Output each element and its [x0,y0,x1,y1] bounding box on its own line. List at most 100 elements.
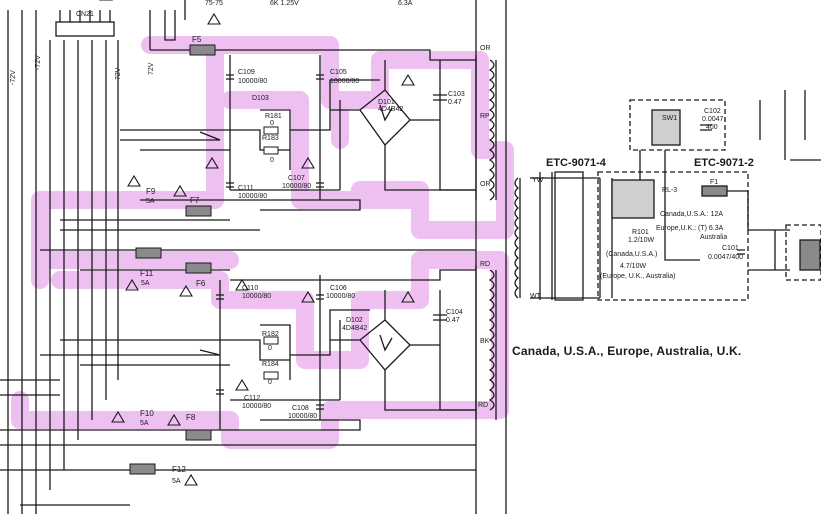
fuse-f5 [189,44,216,56]
label-c109: C109 [238,69,255,76]
warning-icon [111,410,125,423]
label-r182v: 0 [268,345,272,352]
warning-icons [99,0,415,486]
warning-icon [235,378,249,391]
label-r181v: 0 [270,120,274,127]
wiring [0,0,507,514]
label-d102v: 4D4B42 [342,325,367,332]
warning-icon [301,156,315,169]
label-fuse1: Canada,U.S.A.: 12A [660,211,723,218]
label-f10v: 5A [140,420,149,427]
label-f1: F1 [710,179,718,186]
label-c102v1: 0.0047 [702,116,724,123]
fuses [129,44,216,475]
label-top1: 75-75 [205,0,223,7]
label-c111v: 10000/80 [238,193,267,200]
label-etc2: ETC-9071-2 [694,157,754,169]
label-c104: C104 [446,309,463,316]
resistors [263,126,279,380]
label-r101: R101 [632,229,649,236]
label-f9v: 5A [146,198,155,205]
warning-icon [401,73,415,86]
label-wt: WT [530,293,542,300]
label-cn21: CN21 [76,11,94,18]
warning-icon [173,184,187,197]
label-d101: D101 [378,99,395,106]
label-c109v: 10000/80 [238,78,267,85]
label-top2: 6K 1.25V [270,0,299,7]
label-etc4: ETC-9071-4 [546,157,607,169]
label-c101v: 0.0047/400 [708,254,743,261]
label-r101b: (Canada,U.S.A.) [606,251,657,258]
label-d102: D102 [346,317,363,324]
warning-icon [205,156,219,169]
warning-icon [167,413,181,426]
region-footnote: Canada, U.S.A., Europe, Australia, U.K. [512,344,742,358]
label-c112v: 10000/80 [242,403,271,410]
label-c111: C111 [238,185,254,192]
highlight-traces [11,36,514,449]
label-f12: F12 [172,465,186,474]
label-c112: C112 [244,395,260,402]
label-yw: YW [532,177,544,184]
fuse-f6 [185,262,212,274]
label-r183: R183 [262,135,279,142]
label-v3: 72V [115,67,122,80]
label-c104v: 0.47 [446,317,460,324]
label-or1: OR [480,45,491,52]
label-top3: 6.3A [398,0,413,7]
label-f8: F8 [186,413,196,422]
label-f7: F7 [190,196,200,205]
label-f6: F6 [196,279,206,288]
label-f10: F10 [140,409,154,418]
warning-icon [401,290,415,303]
label-d101v: 4D4B42 [378,106,403,113]
capacitors [216,74,324,410]
label-f11: F11 [140,269,154,278]
right-circuit [514,90,821,301]
labels: CN21 -72V -72V 72V 72V 75-75 6K 1.25V 6.… [10,0,754,485]
warning-icon [184,473,198,486]
fuse-f7 [185,205,212,217]
label-c106: C106 [330,285,347,292]
label-c107: C107 [288,175,305,182]
label-r101d: (Europe, U.K., Australia) [600,273,675,280]
label-or2: OR [480,181,491,188]
label-c102v2: 400 [706,124,718,131]
label-f12v: 5A [172,478,181,485]
label-c108v: 10000/80 [288,413,317,420]
label-d103: D103 [252,95,269,102]
label-f9: F9 [146,187,156,196]
label-r184: R184 [262,361,279,368]
warning-icon [207,12,221,25]
label-v1: -72V [10,70,17,85]
label-c102: C102 [704,108,721,115]
warning-icon [127,174,141,187]
label-c107v: 10000/80 [282,183,311,190]
label-rl3: RL-3 [662,187,677,194]
label-rd1: RD [480,261,490,268]
label-c110: C110 [242,285,258,292]
fuse-f12 [129,463,156,475]
label-r183v: 0 [270,157,274,164]
warning-icon [301,290,315,303]
warning-icon [235,278,249,291]
label-r182: R182 [262,331,279,338]
label-r181: R181 [265,113,282,120]
label-c108: C108 [292,405,309,412]
label-c101: C101 [722,245,739,252]
fuse-f9 [135,247,162,259]
label-r101c: 4.7/10W [620,263,646,270]
label-bk: BK [480,338,490,345]
label-c103: C103 [448,91,465,98]
label-fuse2: Europe,U.K.: (T) 6.3A [656,225,724,232]
label-rd2: RD [478,402,488,409]
label-c106v: 10000/80 [326,293,355,300]
label-fuse3: Australia [700,234,727,241]
label-rp: RP [480,113,490,120]
warning-icon [125,278,139,291]
label-sw1: SW1 [662,115,677,122]
label-v2: -72V [35,55,42,70]
label-c105: C105 [330,69,347,76]
